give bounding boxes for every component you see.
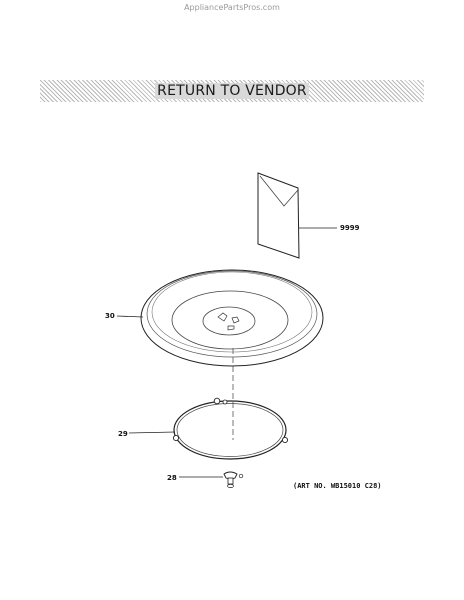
callout-29[interactable]: 29 <box>118 430 128 438</box>
leader-line-29 <box>128 431 176 434</box>
section-banner: RETURN TO VENDOR <box>40 80 424 102</box>
roller-wheel-icon <box>213 397 221 405</box>
part-28-coupler[interactable] <box>179 471 244 488</box>
part-29-roller-ring[interactable] <box>128 397 289 460</box>
banner-title: RETURN TO VENDOR <box>155 83 309 99</box>
watermark-text: AppliancePartsPros.com <box>184 3 280 12</box>
roller-wheel-icon <box>281 436 289 444</box>
art-number: (ART NO. WB15010 C28) <box>293 482 382 490</box>
roller-wheel-icon <box>172 434 180 442</box>
callout-30[interactable]: 30 <box>105 312 115 320</box>
callout-28[interactable]: 28 <box>167 474 177 482</box>
part-9999-manual-sheet[interactable] <box>257 172 337 259</box>
hub-coupler-icon <box>217 312 228 322</box>
part-30-turntable-tray[interactable] <box>116 269 324 367</box>
callout-9999[interactable]: 9999 <box>340 224 360 232</box>
leader-line-30 <box>116 315 144 318</box>
